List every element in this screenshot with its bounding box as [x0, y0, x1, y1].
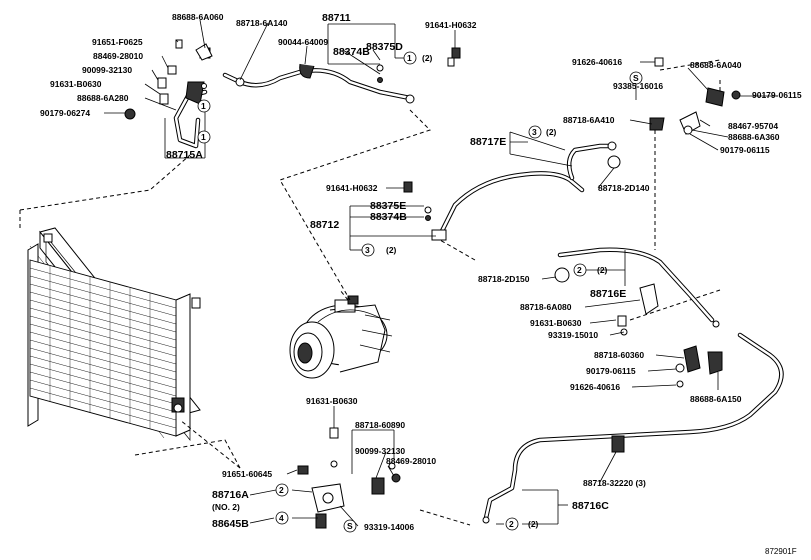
- label-88718-6a140: 88718-6A140: [236, 18, 288, 28]
- label-88467-95704: 88467-95704: [728, 121, 778, 131]
- qty-2-right2: (2): [597, 265, 608, 275]
- label-88717e: 88717E: [470, 136, 506, 148]
- label-93319-15010: 93319-15010: [548, 330, 598, 340]
- label-88718-60890: 88718-60890: [355, 420, 405, 430]
- dashed-leaders: [19, 59, 721, 526]
- label-90044-64009: 90044-64009: [278, 37, 328, 47]
- label-90179-06115-mid: 90179-06115: [720, 145, 770, 155]
- label-88688-6a060: 88688-6A060: [172, 12, 224, 22]
- leader-lines: [104, 19, 778, 527]
- label-88469-28010-top: 88469-28010: [93, 51, 143, 61]
- label-91641-h0632-top: 91641-H0632: [425, 20, 477, 30]
- label-91631-b0630-bot: 91631-B0630: [306, 396, 358, 406]
- label-88688-6a280: 88688-6A280: [77, 93, 129, 103]
- callout-s-bot: S: [347, 521, 353, 531]
- compressor-drawing: [289, 295, 393, 379]
- pipe-88717e: [566, 141, 621, 181]
- callout-circles: [197, 51, 643, 533]
- label-88688-6a360: 88688-6A360: [728, 132, 780, 142]
- label-91631-b0630-top: 91631-B0630: [50, 79, 102, 89]
- callout-3-mid: 3: [365, 245, 370, 255]
- qty-2-bottom: (2): [528, 519, 539, 529]
- callout-2-right: 2: [577, 265, 582, 275]
- callout-3-upper: 3: [532, 127, 537, 137]
- label-90099-32130-top: 90099-32130: [82, 65, 132, 75]
- label-88688-6a150: 88688-6A150: [690, 394, 742, 404]
- pipe-88716c: [482, 332, 784, 524]
- fittings: [124, 39, 741, 529]
- label-88718-2d140: 88718-2D140: [598, 183, 650, 193]
- callout-2-bottom: 2: [509, 519, 514, 529]
- callout-1-mid: 1: [201, 101, 206, 111]
- label-91641-h0632-mid: 91641-H0632: [326, 183, 378, 193]
- label-88374b-top: 88374B: [333, 46, 370, 58]
- label-88645b: 88645B: [212, 518, 249, 530]
- label-88718-2d150: 88718-2D150: [478, 274, 530, 284]
- callout-4: 4: [279, 513, 284, 523]
- label-88711: 88711: [322, 12, 351, 24]
- qty-2-top: (2): [422, 53, 433, 63]
- label-88718-6a410: 88718-6A410: [563, 115, 615, 125]
- label-90179-06115-low: 90179-06115: [586, 366, 636, 376]
- callout-1-top: 1: [407, 53, 412, 63]
- label-91626-40616-low: 91626-40616: [570, 382, 620, 392]
- label-93385-16016: 93385-16016: [613, 81, 663, 91]
- qty-2-mid3: (2): [386, 245, 397, 255]
- condenser-drawing: [27, 227, 201, 441]
- label-88715a: 88715A: [166, 149, 203, 161]
- label-88718-6a080: 88718-6A080: [520, 302, 572, 312]
- label-88718-60360: 88718-60360: [594, 350, 644, 360]
- callout-2-left: 2: [279, 485, 284, 495]
- label-88469-28010-bot: 88469-28010: [386, 456, 436, 466]
- figure-code: 872901F: [765, 547, 797, 556]
- pipe-88716e: [557, 247, 720, 328]
- pipe-88712: [431, 171, 585, 241]
- label-91651-60645: 91651-60645: [222, 469, 272, 479]
- part-labels: 88688-6A060 88718-6A140 88711 91641-H063…: [40, 12, 802, 556]
- callout-s-top: S: [633, 73, 639, 83]
- pipe-88711: [222, 68, 415, 104]
- label-90179-06274: 90179-06274: [40, 108, 90, 118]
- label-88716a: 88716A: [212, 489, 249, 501]
- label-88712: 88712: [310, 219, 339, 231]
- label-90179-06115-top: 90179-06115: [752, 90, 802, 100]
- label-no2: (NO. 2): [212, 502, 240, 512]
- label-88716e: 88716E: [590, 288, 626, 300]
- label-88375e: 88375E: [370, 200, 406, 212]
- label-88375d: 88375D: [366, 41, 403, 53]
- label-88716c: 88716C: [572, 500, 609, 512]
- label-88718-32220: 88718-32220 (3): [583, 478, 646, 488]
- qty-2-upper3: (2): [546, 127, 557, 137]
- label-90099-32130-bot: 90099-32130: [355, 446, 405, 456]
- label-91626-40616-top: 91626-40616: [572, 57, 622, 67]
- label-88688-6a040: 88688-6A040: [690, 60, 742, 70]
- label-93319-14006: 93319-14006: [364, 522, 414, 532]
- label-88374b-mid: 88374B: [370, 211, 407, 223]
- label-91631-b0630-mid: 91631-B0630: [530, 318, 582, 328]
- callout-1-bot: 1: [201, 132, 206, 142]
- label-91651-f0625: 91651-F0625: [92, 37, 143, 47]
